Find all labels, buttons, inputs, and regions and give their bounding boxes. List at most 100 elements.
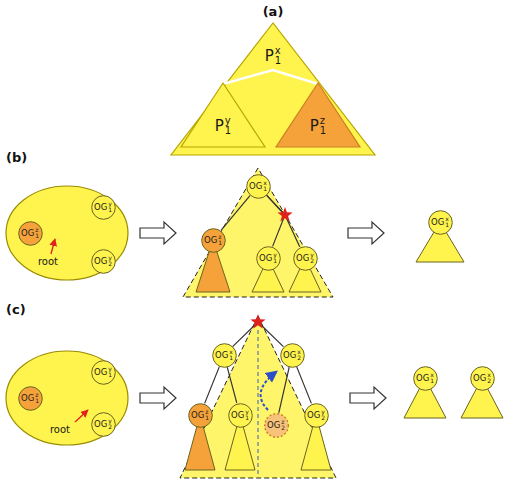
panel-label: (c) [6,302,26,317]
node-symbol: OG [431,218,444,227]
root-branch [258,322,283,347]
subscript: 1 [430,378,434,384]
node-circle [428,210,452,234]
script-stack: z1 [205,409,209,421]
script-stack: y1 [273,252,277,264]
node-circle [470,366,494,390]
root-branch [233,322,258,347]
gene-node-circle: OGx1 [246,174,271,199]
script-stack: y2 [108,255,112,267]
node-circle [91,360,115,384]
gene-node-circle: OGy1 [256,246,281,271]
node-label: OGy2 [94,418,112,430]
node-outline [275,82,361,148]
node-label: OGx1 [431,216,449,228]
node-label: Px1 [265,46,281,66]
node-symbol: OG [94,257,107,266]
node-label: OGz1 [204,234,222,246]
subscript: 1 [275,56,281,66]
dashed-tree-triangle [183,168,333,297]
node-symbol: OG [21,394,34,403]
script-stack: x2 [297,349,301,361]
subscript: 2 [281,425,285,431]
node-label: OGz1 [21,392,39,404]
node-label: OGy1 [94,201,112,213]
tree-branch [297,367,312,404]
block-arrow [140,222,176,244]
ellipse-outline [6,186,128,280]
gene-tree-ellipse: rootOGz1OGy1OGy2 [5,185,129,281]
gene-node-circle: OGy2 [304,403,329,428]
node-label: root [50,425,70,435]
script-stack: y2 [321,409,325,421]
script-stack: x1 [445,216,449,228]
superscript: y [225,116,231,126]
node-text: root [50,425,70,435]
root-star [250,314,265,329]
node-label: OGy2 [94,255,112,267]
subscript: 1 [263,186,267,192]
gene-node-circle: OGx1 [212,343,237,368]
subscript: 2 [310,258,314,264]
script-stack: y2 [310,252,314,264]
node-label: OGy1 [94,366,112,378]
script-stack: x2 [487,372,491,384]
node-circle [280,343,304,367]
subscript: 1 [320,126,326,136]
ellipse-outline [6,351,128,445]
script-stack: z2 [281,419,285,431]
node-circle [91,249,115,273]
gene-node-circle: OGz2 [264,413,289,438]
gene-node-circle: OGy2 [293,246,318,271]
node-symbol: OG [259,254,272,263]
node-text: root [38,257,58,267]
node-symbol: OG [94,203,107,212]
node-circle [264,413,288,437]
gene-node-circle: OGz1 [188,403,213,428]
gene-node-circle: OGy1 [228,403,253,428]
subscript: 1 [225,126,231,136]
subscript: 1 [218,240,222,246]
subscript: 1 [108,372,112,378]
inner-branch [223,70,318,84]
node-label: OGx1 [215,349,233,361]
node-label: OGx1 [249,180,267,192]
node-symbol: OG [215,351,228,360]
subscript: 1 [273,258,277,264]
gene-node-circle: OGy2 [91,249,116,274]
node-symbol: OG [94,368,107,377]
node-circle [293,246,317,270]
root-star [277,207,292,222]
gene-node-circle: OGx1 [428,210,453,235]
panel-label: (a) [263,4,284,19]
node-label: root [38,257,58,267]
node-symbol: OG [231,411,244,420]
node-label: Pz1 [310,116,326,136]
subtree-triangle: Py1 [180,82,266,148]
tree-branch [221,196,250,231]
script-stack: x1 [275,46,281,66]
script-stack: x1 [430,372,434,384]
script-stack: z1 [320,116,326,136]
triangle-outline [171,23,375,155]
subscript: 1 [445,222,449,228]
script-stack: x1 [229,349,233,361]
node-symbol: OG [283,351,296,360]
node-symbol: OG [473,374,486,383]
block-arrow [350,387,386,409]
subscript: 1 [35,398,39,404]
node-label: OGx1 [416,372,434,384]
node-circle [188,403,212,427]
node-label: OGx2 [473,372,491,384]
node-symbol: OG [191,411,204,420]
tree-branch [227,367,237,403]
superscript: z [320,116,326,126]
node-symbol: OG [94,420,107,429]
node-symbol: OG [21,229,34,238]
node-label: OGy2 [296,252,314,264]
node-circle [304,403,328,427]
gene-tree-ellipse: root OGz1 OGy1OGy2 [5,350,129,446]
dashed-tree-triangle [180,316,336,478]
node-circle [246,174,270,198]
gene-node-circle: OGy2 [91,412,116,437]
